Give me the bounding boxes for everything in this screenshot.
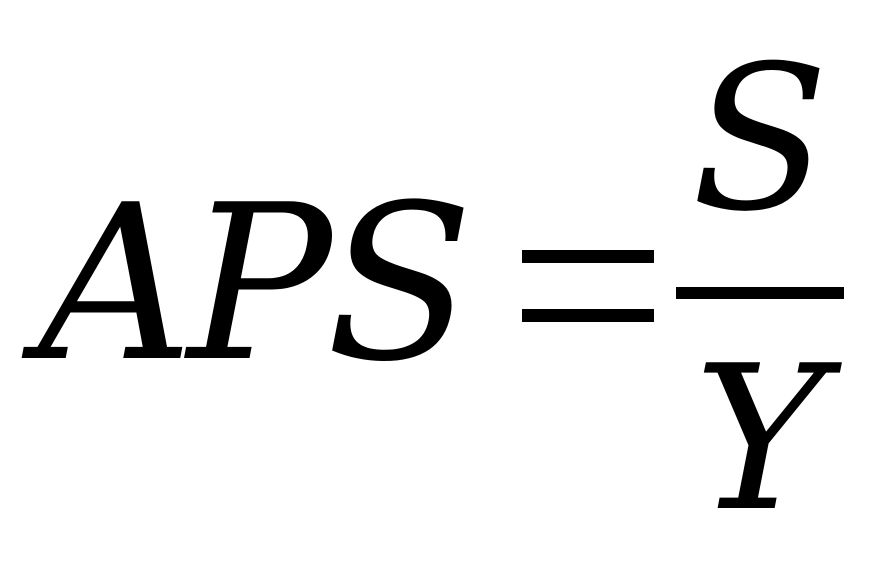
fraction: S Y	[676, 40, 844, 540]
equals-sign-bottom-bar	[522, 309, 654, 322]
formula-lhs: APS	[38, 158, 473, 409]
fraction-bar	[676, 287, 844, 299]
equals-sign	[522, 250, 654, 322]
fraction-numerator: S	[691, 23, 829, 256]
fraction-denominator: Y	[693, 323, 827, 556]
equals-sign-top-bar	[522, 250, 654, 263]
